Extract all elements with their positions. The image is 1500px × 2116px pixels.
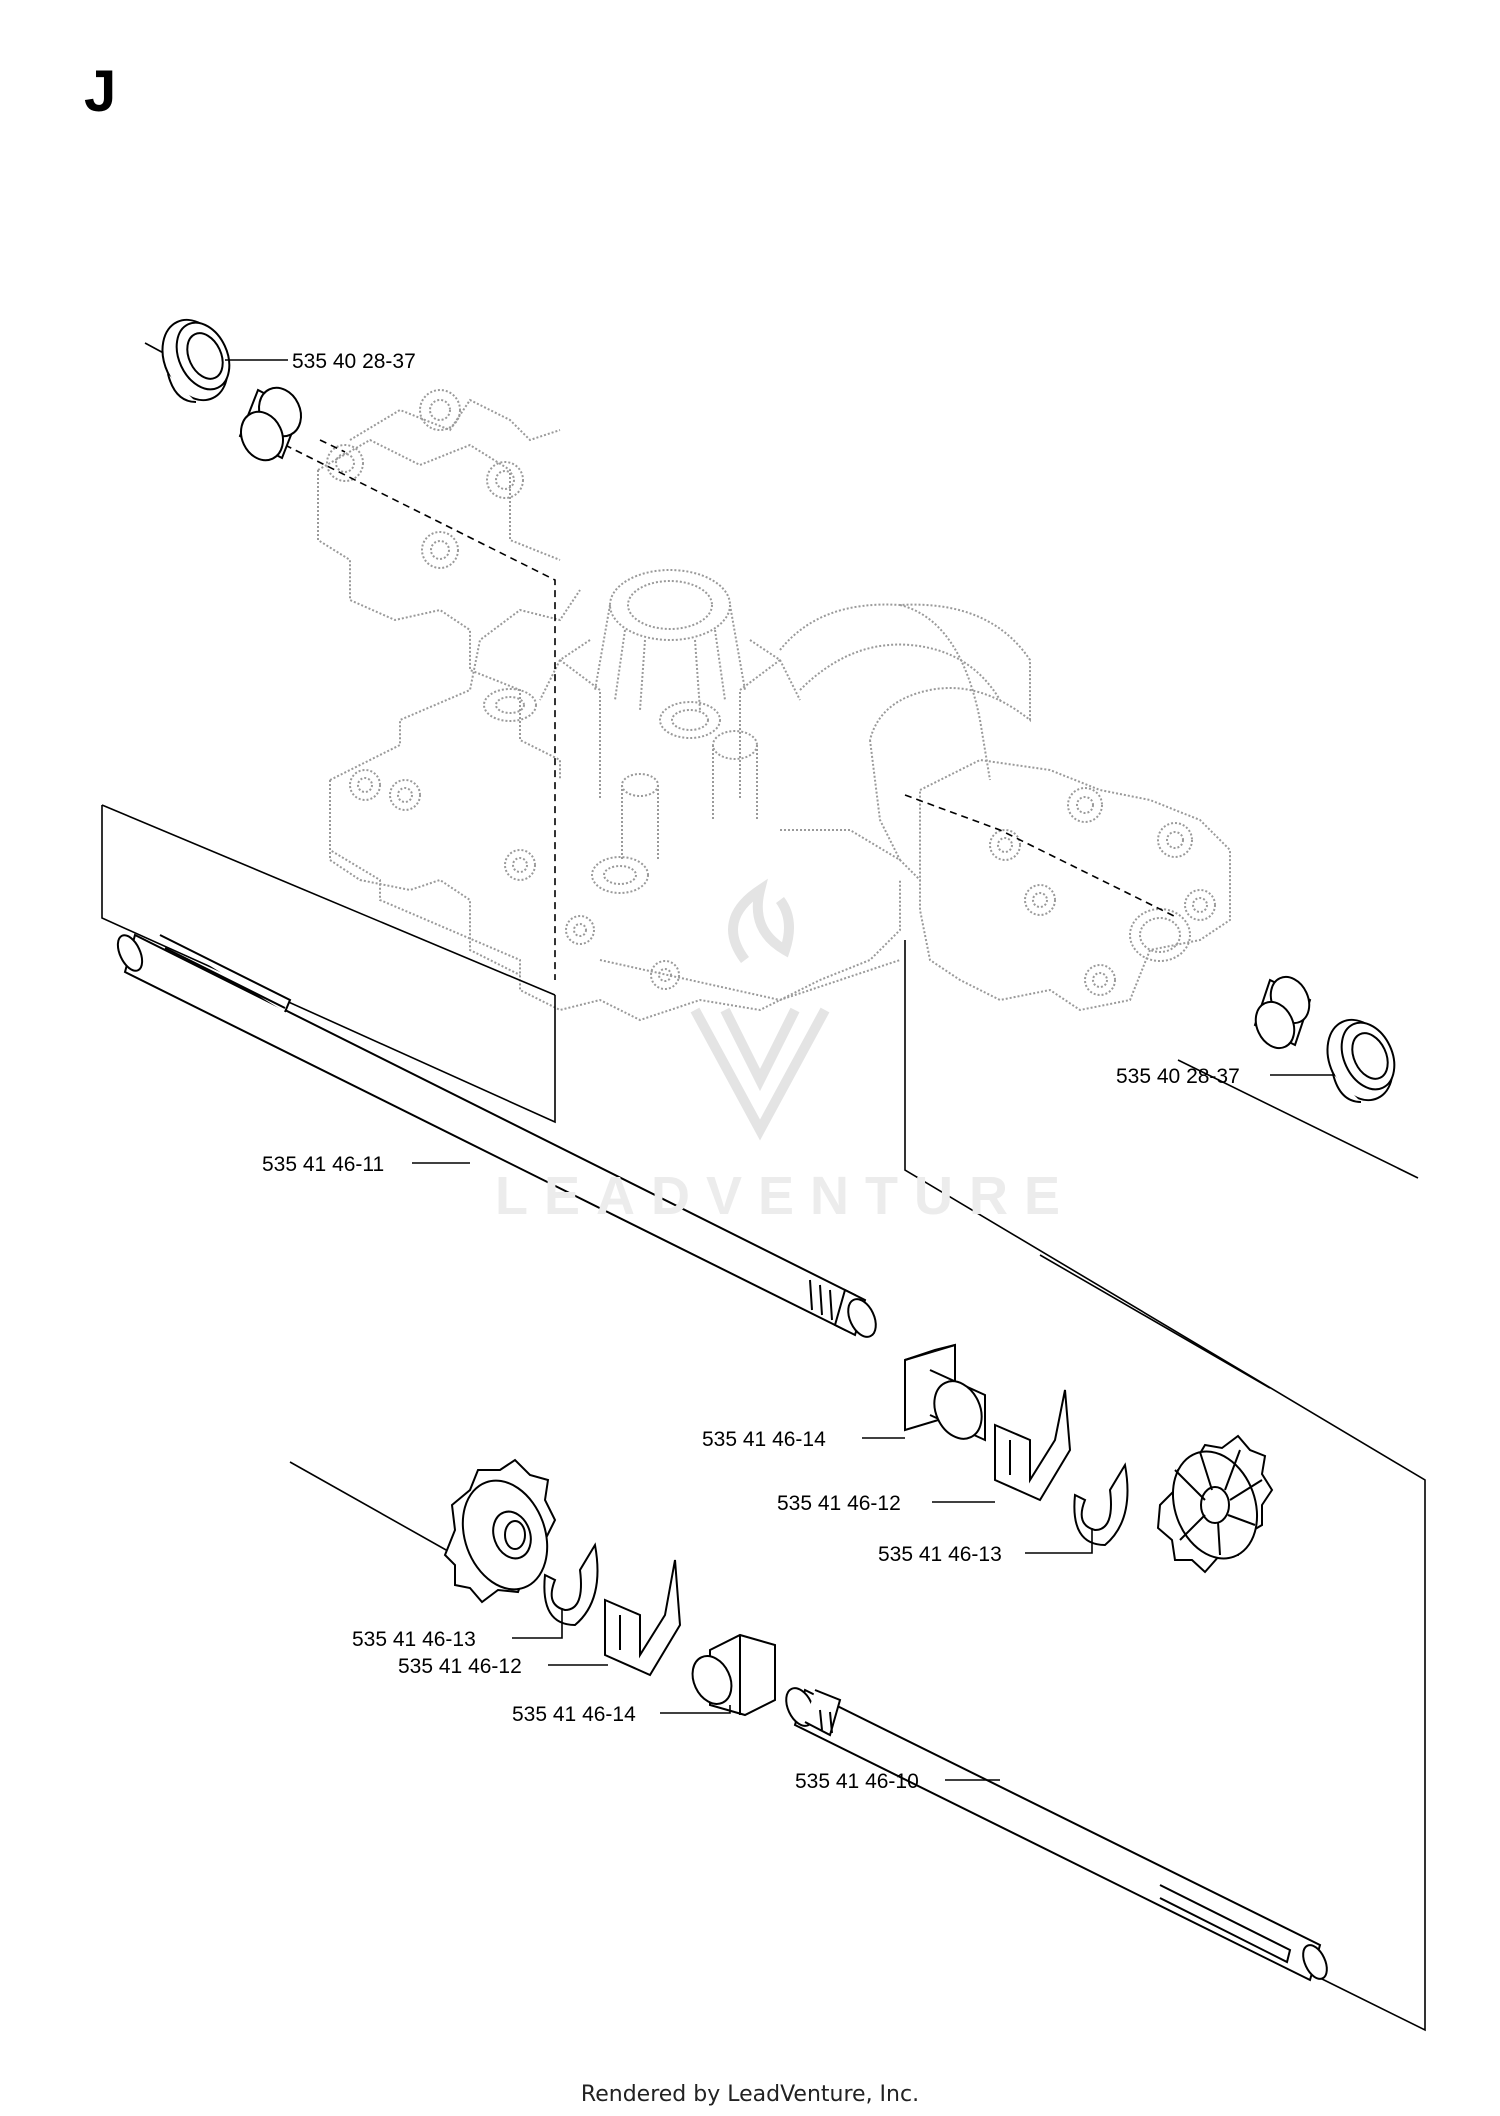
oil-seal-right — [1326, 1018, 1396, 1103]
callout-seal-right[interactable]: 535 40 28-37 — [1116, 1065, 1240, 1088]
section-letter: J — [84, 59, 117, 124]
callout-axle-lower[interactable]: 535 41 46-10 — [795, 1770, 919, 1793]
reference-lines — [101, 342, 1426, 2032]
hidden-axis-lines — [284, 439, 1179, 980]
bearing-block-upper — [904, 1343, 986, 1442]
axle-shaft-lower — [785, 1687, 1328, 1982]
callout-clip-lower[interactable]: 535 41 46-12 — [398, 1655, 522, 1678]
bevel-gear-right — [1156, 1434, 1274, 1574]
thrust-washer-lower — [543, 1542, 599, 1627]
bushing-top — [238, 386, 302, 462]
callout-bearing-upper[interactable]: 535 41 46-14 — [702, 1428, 826, 1451]
bevel-gear-left — [443, 1458, 557, 1604]
callout-washer-upper[interactable]: 535 41 46-13 — [878, 1543, 1002, 1566]
shift-clip-upper — [994, 1389, 1072, 1502]
callout-washer-lower[interactable]: 535 41 46-13 — [352, 1628, 476, 1651]
leader-lines — [225, 359, 1335, 1781]
callout-axle-upper[interactable]: 535 41 46-11 — [262, 1153, 384, 1176]
callout-bearing-lower[interactable]: 535 41 46-14 — [512, 1703, 636, 1726]
thrust-washer-upper — [1073, 1462, 1129, 1547]
callout-seal-top[interactable]: 535 40 28-37 — [292, 350, 416, 373]
shift-clip-lower — [604, 1559, 682, 1677]
leadventure-flame-logo — [690, 878, 830, 1141]
watermark-brand-name: LEADVENTURE — [495, 1166, 1077, 1226]
footer-credit: Rendered by LeadVenture, Inc. — [580, 2082, 920, 2107]
bushing-right — [1253, 975, 1312, 1050]
callout-clip-upper[interactable]: 535 41 46-12 — [777, 1492, 901, 1515]
oil-seal-top — [161, 318, 231, 403]
bearing-block-lower — [691, 1633, 776, 1717]
transaxle-housing — [317, 389, 1231, 1022]
axle-shaft-upper — [116, 933, 877, 1338]
